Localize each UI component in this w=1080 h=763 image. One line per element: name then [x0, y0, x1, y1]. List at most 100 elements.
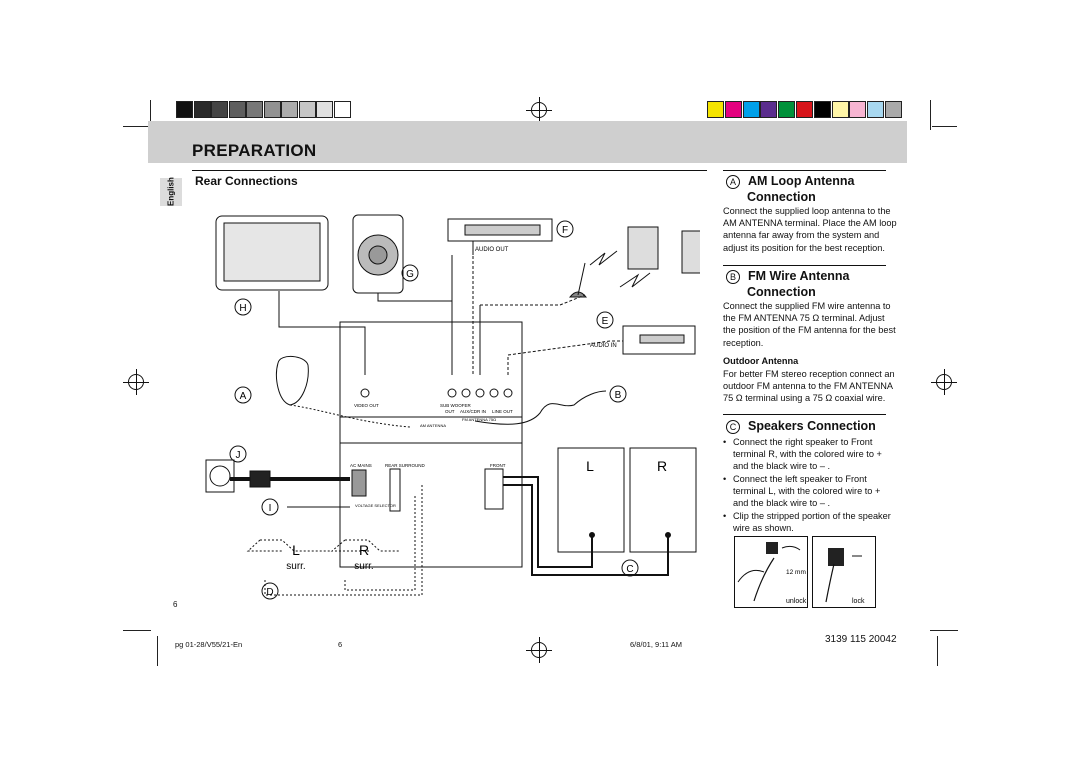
am-text: Connect the supplied loop antenna to the… — [723, 205, 897, 254]
text-line: the FM ANTENNA 75 Ω terminal. Adjust — [723, 313, 885, 324]
speaker-clip-illustration: 12 mm unlock lock — [734, 536, 876, 608]
color-swatch — [831, 101, 849, 118]
label-d: D — [266, 587, 273, 598]
outdoor-antenna-heading: Outdoor Antenna — [723, 356, 799, 366]
am-heading: A AM Loop Antenna Connection — [726, 173, 854, 205]
gray-swatch — [176, 101, 193, 118]
registration-mark-icon — [526, 97, 552, 123]
label-h: H — [239, 303, 246, 314]
fm-text: Connect the supplied FM wire antenna to … — [723, 300, 896, 349]
front-label: FRONT — [490, 463, 506, 468]
label-c: C — [626, 564, 633, 575]
gray-swatch — [211, 101, 228, 118]
wall-socket-icon — [205, 459, 235, 493]
front-right-speaker-label: R — [657, 458, 667, 474]
rear-connections-diagram: A B C D E F G H I J AUDIO OUT AUDIO IN V… — [205, 214, 700, 600]
speaker-bullet-2: Connect the left speaker to Front termin… — [723, 473, 880, 510]
speaker-bullet-1: Connect the right speaker to Front termi… — [723, 436, 882, 473]
footer-file: pg 01-28/V55/21-En — [175, 640, 243, 649]
label-g: G — [406, 269, 414, 280]
outdoor-antenna-text: For better FM stereo reception connect a… — [723, 368, 895, 405]
crop-mark — [937, 636, 938, 666]
color-swatch — [849, 101, 867, 118]
color-swatch — [796, 101, 813, 118]
aux-cdr-in-label: AUX/CDR IN — [460, 409, 486, 414]
cd-recorder-icon — [447, 218, 553, 242]
video-out-label: VIDEO OUT — [354, 403, 379, 408]
color-swatch — [813, 101, 831, 118]
text-line: the position of the FM antenna for the b… — [723, 325, 896, 336]
front-right-speaker-icon — [629, 447, 697, 553]
gray-swatch — [246, 101, 263, 118]
page-number: 6 — [173, 600, 178, 609]
color-swatch — [707, 101, 724, 118]
satellite-speaker-icon — [627, 226, 659, 270]
header-band — [148, 121, 907, 163]
audio-in-label: AUDIO IN — [590, 343, 617, 349]
text-line: and the black wire to – . — [733, 461, 831, 472]
footer-date: 6/8/01, 9:11 AM — [630, 640, 682, 649]
rule — [192, 170, 707, 171]
gray-swatch — [316, 101, 333, 118]
label-b: B — [615, 390, 622, 401]
surround-right-label: surr. — [354, 561, 373, 572]
surround-right-letter: R — [359, 542, 369, 558]
lock-label: lock — [852, 598, 865, 605]
text-line: AM ANTENNA terminal. Place the AM loop — [723, 218, 897, 229]
satellite-speaker-icon — [681, 230, 700, 274]
label-i: I — [269, 503, 272, 514]
amplifier-icon — [622, 325, 696, 355]
letter-a-badge: A — [726, 175, 740, 189]
letter-b-badge: B — [726, 270, 740, 284]
text-line: 75 Ω terminal using a 75 Ω coaxial wire. — [723, 393, 886, 404]
text-line: For better FM stereo reception connect a… — [723, 369, 895, 379]
text-line: outdoor FM antenna to the FM ANTENNA — [723, 381, 894, 392]
crop-mark — [930, 630, 958, 631]
rear-surround-label: REAR SURROUND — [385, 463, 426, 468]
color-swatch — [724, 101, 742, 118]
rear-connections-heading: Rear Connections — [195, 174, 298, 188]
text-line: Connect the supplied FM wire antenna to — [723, 301, 891, 311]
text-line: reception. — [723, 337, 764, 348]
text-line: Connect the left speaker to Front — [733, 474, 867, 484]
out-label: OUT — [445, 409, 455, 414]
footer-page: 6 — [338, 640, 343, 649]
gray-swatch — [298, 101, 316, 118]
am-heading-line2: Connection — [747, 190, 816, 204]
ac-mains-label: AC MAINS — [350, 463, 372, 468]
gray-swatch — [263, 101, 281, 118]
am-heading-line1: AM Loop Antenna — [748, 174, 855, 188]
registration-mark-icon — [931, 369, 957, 395]
page-title: PREPARATION — [192, 141, 317, 160]
text-line: adjust its position for the best recepti… — [723, 242, 885, 253]
callout-letters — [229, 220, 639, 600]
wire-length-label: 12 mm — [786, 569, 806, 576]
main-unit-icon — [339, 321, 523, 568]
unlock-label: unlock — [786, 598, 807, 605]
crop-mark — [150, 100, 151, 130]
text-line: and the black wire to – . — [733, 498, 831, 509]
crop-mark — [123, 630, 151, 631]
audio-out-label: AUDIO OUT — [475, 247, 509, 253]
label-j: J — [236, 450, 241, 461]
voltage-selector-label: VOLTAGE SELECTOR — [355, 503, 396, 508]
fm-heading-line1: FM Wire Antenna — [748, 269, 850, 283]
rule — [723, 170, 886, 171]
label-a: A — [240, 391, 247, 402]
crop-mark — [123, 126, 148, 127]
text-line: Clip the stripped portion of the speaker — [733, 511, 891, 521]
crop-mark — [930, 100, 931, 130]
color-swatch — [760, 101, 778, 118]
front-left-speaker-label: L — [586, 458, 594, 474]
speakers-heading-text: Speakers Connection — [748, 419, 876, 433]
tv-icon — [215, 215, 329, 291]
text-line: Connect the supplied loop antenna to the — [723, 206, 891, 216]
text-line: terminal L, with the colored wire to + — [733, 486, 881, 497]
language-tab: English — [160, 178, 182, 206]
label-e: E — [602, 316, 609, 327]
gray-swatch — [228, 101, 246, 118]
rule — [723, 265, 886, 266]
gray-swatch — [333, 101, 351, 118]
